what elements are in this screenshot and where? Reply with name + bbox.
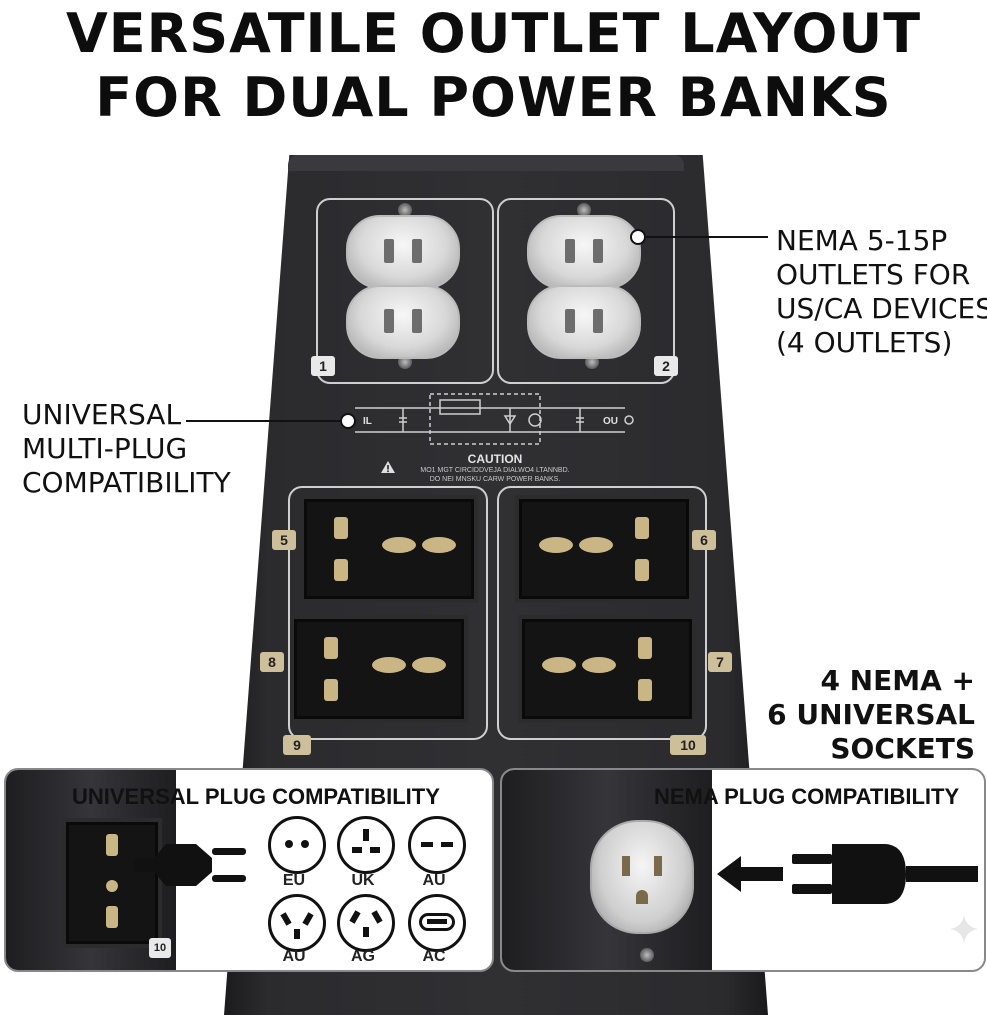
socket-count-callout: 4 NEMA + 6 UNIVERSAL SOCKETS [767, 664, 975, 766]
plug-label-eu: EU [282, 872, 306, 889]
outlet-number-5: 5 [272, 530, 296, 550]
nema-outlet [346, 285, 460, 359]
plug-label-ag: AG [351, 948, 375, 965]
outlet-number-10: 10 [670, 735, 706, 755]
caution-title: CAUTION [467, 452, 523, 466]
screw-icon [577, 203, 591, 217]
euro-plug-icon [134, 844, 246, 886]
power-strip-top-edge [288, 155, 684, 171]
universal-callout-line-3: COMPATIBILITY [22, 466, 231, 499]
socket-count-line-1: 4 NEMA + [820, 664, 975, 697]
universal-panel-left [288, 486, 488, 740]
diagram-label-il: IL [363, 416, 372, 427]
socket-count-line-2: 6 UNIVERSAL [767, 698, 975, 731]
plug-label-au-2: AU [282, 948, 306, 965]
headline-line-2: FOR DUAL POWER BANKS [95, 66, 892, 129]
au-plug-icon [408, 816, 466, 874]
nema-callout-line-2: OUTLETS FOR [776, 258, 971, 291]
nema-callout-line-1: NEMA 5-15P [776, 224, 948, 257]
au-plug-icon [268, 894, 326, 952]
outlet-number-2: 2 [654, 356, 678, 376]
universal-socket [300, 495, 478, 603]
outlet-number-9: 9 [283, 735, 311, 755]
plug-label-au: AU [422, 872, 446, 889]
nema-callout-dot [630, 229, 646, 245]
warning-icon [381, 461, 395, 473]
universal-plug-title: UNIVERSAL PLUG COMPATIBILITY [72, 784, 440, 809]
inset-universal-socket [62, 818, 162, 948]
screw-icon [398, 203, 412, 217]
caution-text-line-2: DO NEI MNSKU CARW POWER BANKS. [429, 476, 561, 483]
nema-callout: NEMA 5-15P OUTLETS FOR US/CA DEVICES (4 … [776, 224, 987, 360]
nema-plug-inset: NEMA PLUG COMPATIBILITY [500, 768, 986, 972]
nema-outlet [346, 215, 460, 289]
outlet-number-1: 1 [311, 356, 335, 376]
ag-plug-icon [337, 894, 395, 952]
nema-panel-1 [316, 198, 494, 384]
eu-plug-icon [268, 816, 326, 874]
outlet-number-8: 8 [260, 652, 284, 672]
plug-label-ac: AC [422, 948, 446, 965]
inset-outlet-number-10: 10 [149, 938, 171, 958]
outlet-number-6: 6 [692, 530, 716, 550]
arrow-left-icon [717, 856, 783, 892]
universal-callout-line-2: MULTI-PLUG [22, 432, 188, 465]
caution-text-line-1: MO1 MGT CIRCIDDVEJA DIALWO4 LTANNBD. [420, 467, 570, 474]
universal-callout-line-1: UNIVERSAL [22, 398, 182, 431]
universal-callout-leader [186, 420, 346, 422]
universal-socket [518, 615, 696, 723]
nema-plug-title: NEMA PLUG COMPATIBILITY [654, 784, 960, 809]
universal-plug-inset: UNIVERSAL PLUG COMPATIBILITY 10 EU UK AU [4, 768, 494, 972]
universal-callout: UNIVERSAL MULTI-PLUG COMPATIBILITY [22, 398, 231, 500]
nema-panel-2 [497, 198, 675, 384]
sparkle-icon [950, 915, 978, 943]
plug-label-uk: UK [351, 872, 375, 889]
caution-text: MO1 MGT CIRCIDDVEJA DIALWO4 LTANNBD. DO … [385, 466, 605, 484]
nema-outlet [527, 215, 641, 289]
universal-socket [290, 615, 468, 723]
universal-callout-dot [340, 413, 356, 429]
inset-nema-outlet [590, 820, 694, 934]
nema-outlet [527, 285, 641, 359]
outlet-number-7: 7 [708, 652, 732, 672]
nema-callout-line-4: (4 OUTLETS) [776, 326, 953, 359]
headline: VERSATILE OUTLET LAYOUT FOR DUAL POWER B… [0, 2, 987, 130]
diagram-label-ou: OU [603, 416, 618, 427]
circuit-diagram: IL OU [346, 393, 634, 445]
universal-panel-right [497, 486, 707, 740]
universal-socket [515, 495, 693, 603]
headline-line-1: VERSATILE OUTLET LAYOUT [65, 2, 922, 65]
socket-count-line-3: SOCKETS [830, 732, 975, 765]
nema-plug-icon [792, 844, 978, 904]
nema-callout-leader [640, 236, 768, 238]
uk-plug-icon [337, 816, 395, 874]
screw-icon [640, 948, 654, 962]
nema-callout-line-3: US/CA DEVICES [776, 292, 987, 325]
ac-plug-icon [408, 894, 466, 952]
